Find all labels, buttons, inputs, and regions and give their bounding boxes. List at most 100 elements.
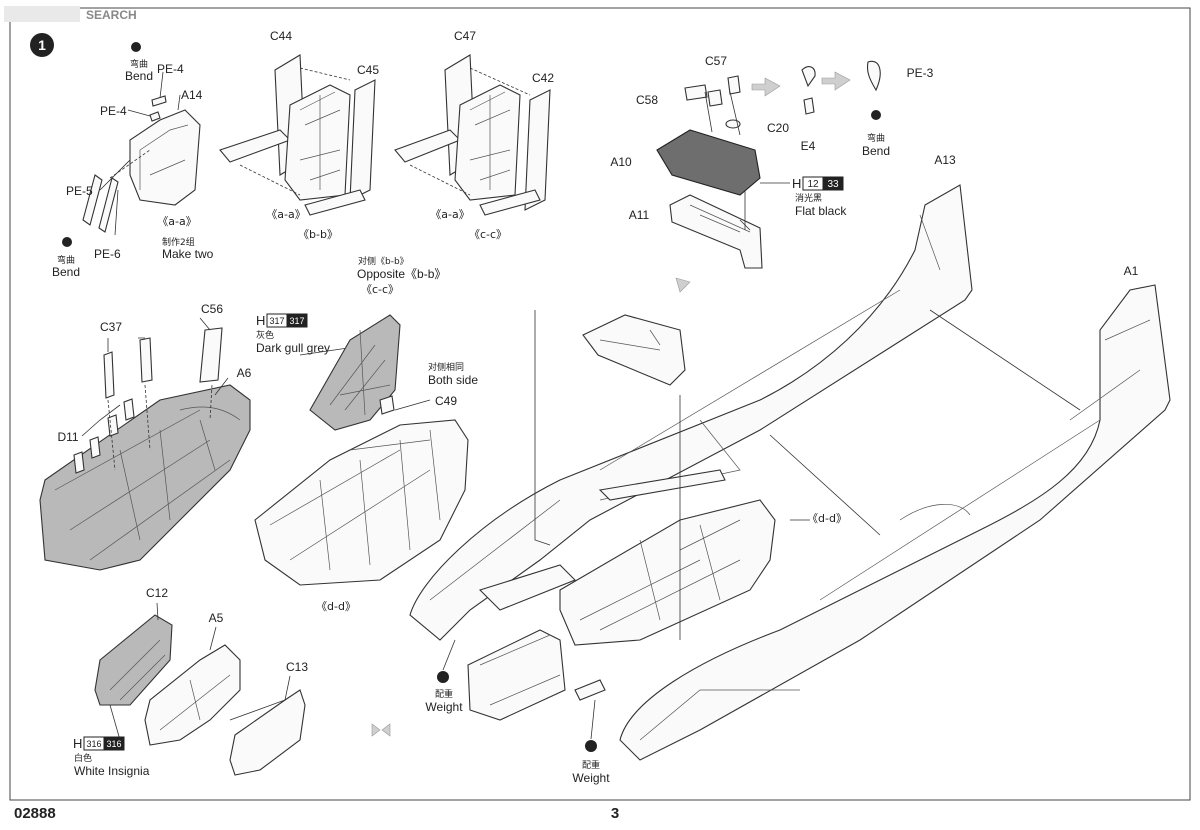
label-c57: C57 [705,54,727,68]
label-a5: A5 [209,611,224,625]
color-en: Dark gull grey [256,341,330,355]
color-cn: 白色 [74,752,92,764]
strap-pe4-top [151,95,167,107]
bend-en: Bend [125,69,153,83]
bend-note-2: 弯曲 Bend [52,237,80,279]
color-box-b [822,176,844,191]
section-b-b: 《b-b》 [298,228,338,241]
color-code-a: 12 [807,179,819,190]
label-a14: A14 [181,88,203,102]
label-c20: C20 [767,121,789,135]
seat-assembly-c44-c45 [219,54,376,216]
bend-cn: 弯曲 [57,254,75,266]
part-c12 [94,614,173,706]
color-en: White Insignia [74,764,150,778]
harness-pe6 [98,177,119,233]
cockpit-tub-a6 [39,317,251,571]
label-e4: E4 [801,139,816,153]
label-pe3: PE-3 [907,66,934,80]
color-prefix: H [256,313,265,328]
step-number: 1 [38,37,46,53]
bend-icon [871,110,881,120]
color-code-a: 317 [269,316,284,326]
label-c45: C45 [357,63,379,77]
strap-pe4-mid [149,111,161,122]
color-callout-white-insignia: H 316 316 白色 White Insignia [73,736,150,778]
color-box-b [103,736,125,751]
color-code-b: 317 [289,316,304,326]
glareshield-installed [582,314,686,386]
harness-pe5 [82,174,103,226]
arrow-icon [371,723,381,737]
weight-icon [437,671,449,683]
weight-en: Weight [425,700,463,714]
label-a10: A10 [610,155,632,169]
bend-note-3: 弯曲 Bend [862,110,890,158]
label-c42: C42 [532,71,554,85]
part-c20 [725,119,741,129]
note-opposite-c-c: 《c-c》 [361,283,399,296]
page-number: 3 [611,805,619,822]
arrow-icon [381,723,391,737]
part-a11 [669,194,763,269]
part-c57 [707,89,723,107]
bend-cn: 弯曲 [867,132,885,144]
arrow-icon [675,277,691,293]
bend-icon [62,237,72,247]
label-a11: A11 [629,208,650,222]
note-make-two-cn: 制作2组 [162,236,195,248]
seat-assembly-a14 [82,71,201,236]
label-a1: A1 [1124,264,1139,278]
page-frame [9,7,1191,801]
wheel-bay-assembly [94,602,391,776]
part-a5 [144,644,241,746]
color-code-a: 316 [86,739,101,749]
nose-weight-block [467,629,566,721]
bend-en: Bend [862,144,890,158]
kit-number: 02888 [14,805,56,822]
instrument-panel-assembly [656,60,881,293]
label-c47: C47 [454,29,476,43]
label-pe6: PE-6 [94,247,121,261]
cockpit-tub-installed [559,314,776,646]
section-a-a-1: 《a-a》 [157,215,196,228]
section-c-c: 《c-c》 [469,228,507,241]
weight-cn: 配重 [582,759,600,771]
color-en: Flat black [795,204,847,218]
weight-cn: 配重 [435,688,453,700]
label-a6: A6 [237,366,252,380]
section-d-d-2: 《d-d》 [316,600,356,613]
arrow-icon [821,71,851,91]
bend-cn: 弯曲 [130,58,148,70]
section-a-a-2: 《a-a》 [266,208,305,221]
part-c37-b [139,337,153,383]
note-both-side-en: Both side [428,373,478,387]
label-c58: C58 [636,93,658,107]
part-e4 [803,97,815,115]
watermark-text: SEARCH [86,8,137,22]
part-c56 [199,327,223,383]
color-code-b: 33 [827,179,839,190]
part-c58 [684,84,708,101]
color-prefix: H [792,176,801,191]
section-d-d-1: 《d-d》 [807,512,847,525]
fuselage-a13 [409,184,973,641]
label-pe5: PE-5 [66,184,93,198]
label-a13: A13 [934,153,956,167]
fuselage-a1 [619,284,1171,761]
label-pe4-mid: PE-4 [100,104,127,118]
color-callout-dark-gull-grey: H 317 317 灰色 Dark gull grey [256,313,349,356]
note-both-side-cn: 对侧相同 [428,361,464,373]
part-c37-a [103,351,115,399]
part-a10 [656,129,761,196]
note-opposite-en: Opposite《b-b》 [357,267,446,281]
color-cn: 灰色 [256,329,274,341]
bend-note-1: 弯曲 Bend [125,42,153,83]
bend-icon [131,42,141,52]
color-box-b [286,313,308,328]
label-c13: C13 [286,660,308,674]
label-d11: D11 [57,430,78,444]
weight-note-1: 配重 Weight [425,639,463,714]
label-c56: C56 [201,302,223,316]
